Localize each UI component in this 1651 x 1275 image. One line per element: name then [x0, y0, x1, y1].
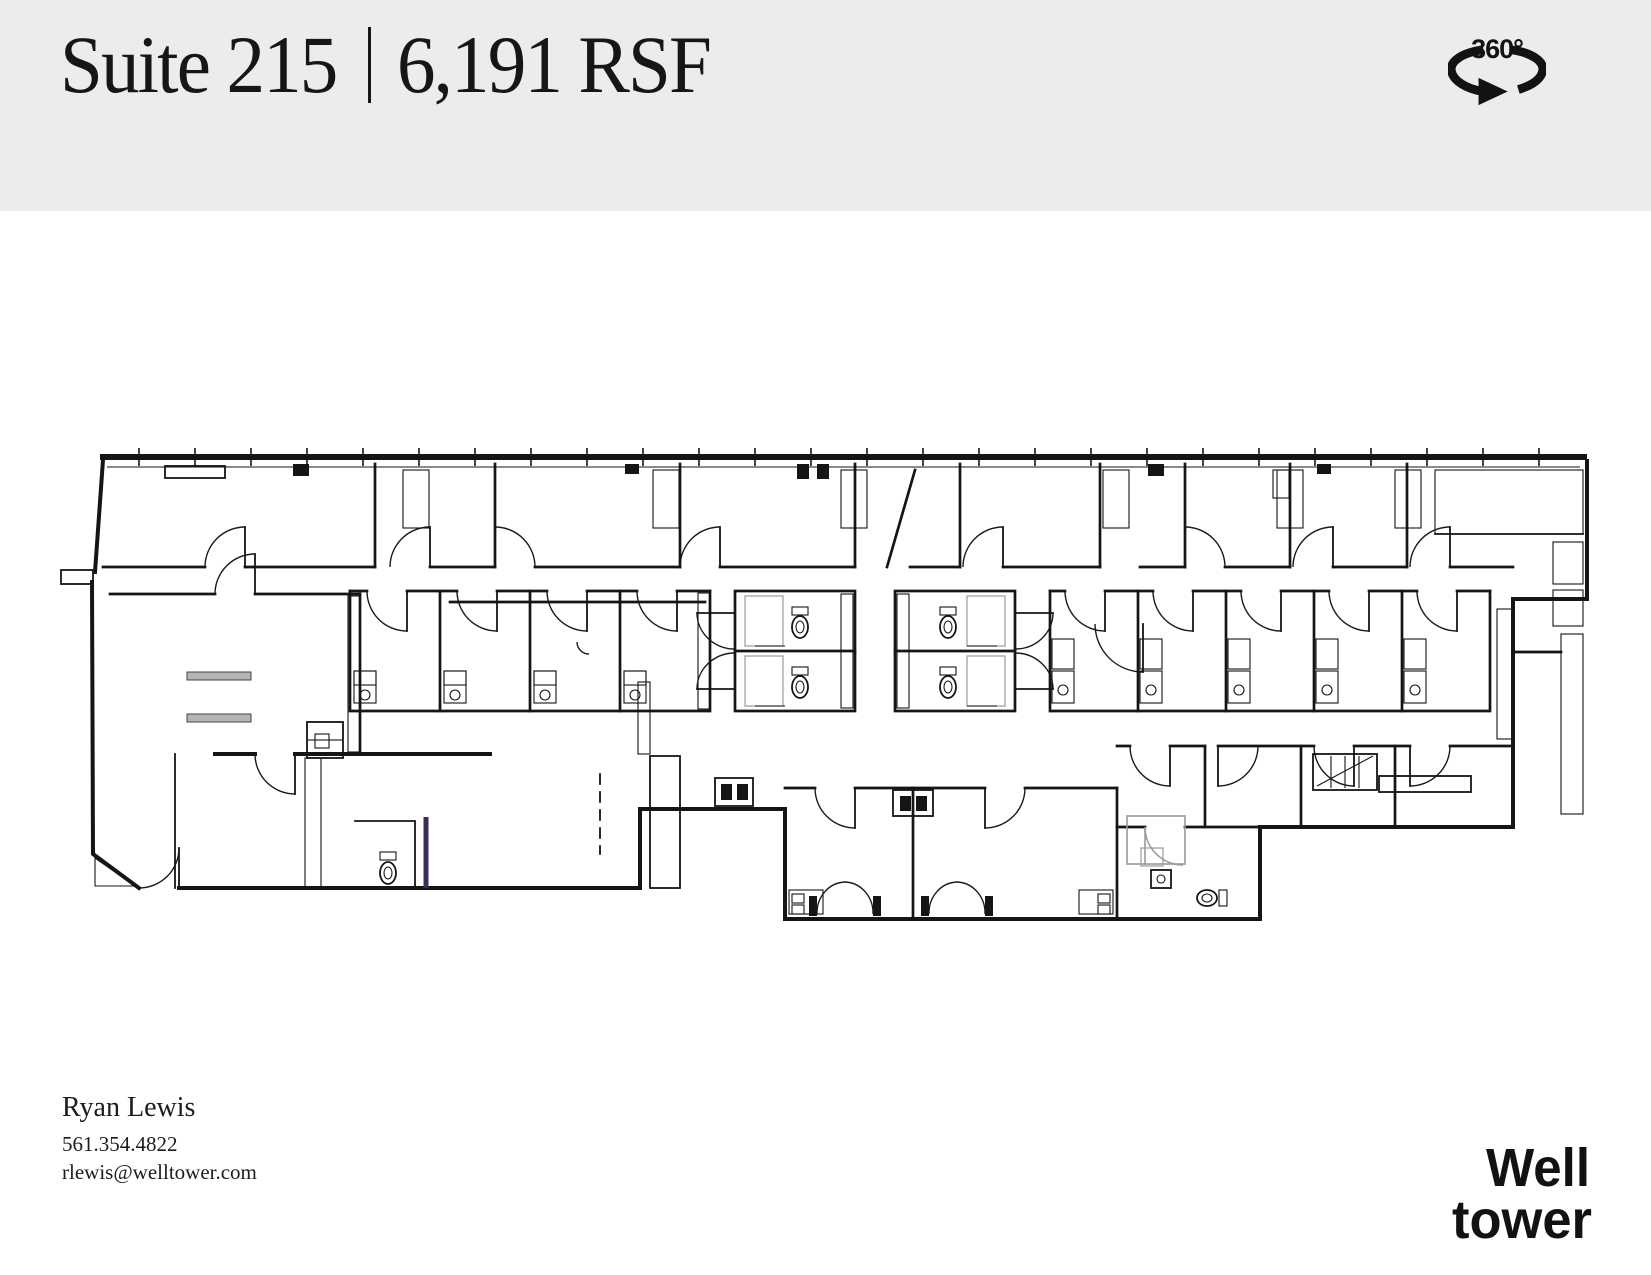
logo-line-2: tower [1452, 1190, 1592, 1246]
floor-plan-drawing [60, 448, 1589, 921]
top-room-doors [204, 526, 1451, 568]
logo-line-1: Well [1486, 1138, 1590, 1198]
contact-email: rlewis@welltower.com [62, 1160, 257, 1184]
contact-phone: 561.354.4822 [62, 1132, 178, 1156]
exam-room-doors [1064, 590, 1458, 632]
exam-room-sinks [1051, 638, 1427, 704]
restroom-cluster-right [893, 589, 1054, 713]
exam-rooms-right [1048, 589, 1492, 713]
corridor-mark [576, 641, 590, 655]
rotation-arrow-icon [1448, 45, 1546, 106]
header-band: Suite 215 6,191 RSF 360° [0, 0, 1651, 211]
suite-label: Suite 215 [60, 19, 338, 110]
exam-rooms-left [348, 589, 712, 713]
bottom-center-rooms [783, 786, 1119, 921]
exam-room-sinks [353, 670, 647, 704]
toilets [791, 606, 809, 699]
double-doors [809, 881, 993, 916]
exterior-walls [60, 448, 1589, 921]
area-label: 6,191 RSF [397, 19, 712, 110]
service-core [599, 681, 754, 889]
stair-closet [1312, 753, 1378, 791]
tour-360-button[interactable]: 360° [1448, 34, 1546, 108]
tour-360-label: 360° [1471, 34, 1524, 64]
top-room-corridor-wall [101, 526, 1515, 569]
bottom-right-rooms [1115, 744, 1515, 829]
contact-block: Ryan Lewis 561.354.4822 rlewis@welltower… [62, 1094, 257, 1190]
floor-plan [55, 424, 1595, 929]
wet-wall-closets [402, 469, 1422, 529]
welltower-logo: Well tower [1452, 1138, 1592, 1246]
left-wing [108, 553, 492, 889]
restroom-cluster-left [696, 589, 857, 713]
small-restroom [1115, 815, 1262, 907]
page-title: Suite 215 6,191 RSF [60, 18, 730, 112]
title-divider [368, 27, 372, 103]
top-room-partitions [373, 462, 1422, 569]
exam-room-doors [366, 590, 678, 632]
contact-name: Ryan Lewis [62, 1092, 196, 1123]
right-end-room [1094, 469, 1584, 815]
toilets [939, 606, 957, 699]
